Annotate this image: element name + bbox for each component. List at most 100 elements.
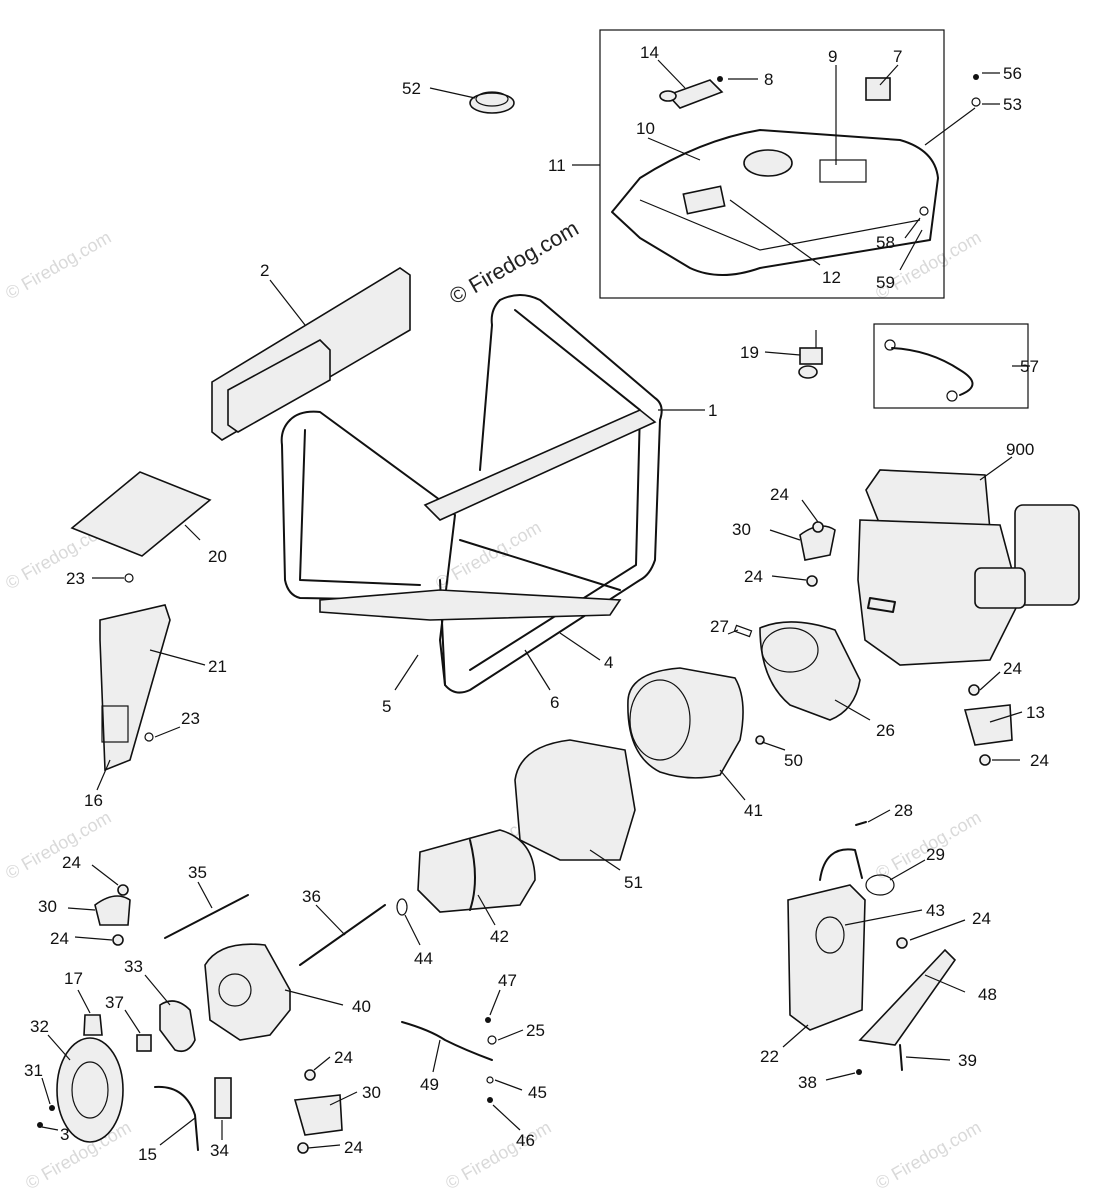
screw-56 bbox=[973, 74, 979, 80]
leader-27 bbox=[727, 629, 739, 635]
leader-42 bbox=[477, 894, 496, 926]
callout-24d: 24 bbox=[1030, 751, 1049, 770]
frame-bottom-brace bbox=[459, 539, 621, 591]
callout-14: 14 bbox=[640, 43, 659, 62]
callout-7: 7 bbox=[893, 47, 902, 66]
callout-41: 41 bbox=[744, 801, 763, 820]
watermark: © Firedog.com bbox=[2, 807, 114, 883]
bolt-39 bbox=[899, 1044, 903, 1071]
end-housing-40 bbox=[204, 943, 291, 1041]
callout-16: 16 bbox=[84, 791, 103, 810]
hose-box bbox=[873, 323, 1029, 409]
leader-49 bbox=[432, 1039, 441, 1073]
screw-46 bbox=[487, 1097, 493, 1103]
callout-42: 42 bbox=[490, 927, 509, 946]
callout-24f: 24 bbox=[50, 929, 69, 948]
leader-58 bbox=[904, 217, 921, 239]
callout-26: 26 bbox=[876, 721, 895, 740]
leader-12 bbox=[729, 199, 821, 266]
muffler-pipe bbox=[819, 848, 863, 881]
fuel-tank bbox=[611, 129, 939, 276]
callout-10: 10 bbox=[636, 119, 655, 138]
leader-38 bbox=[825, 1072, 856, 1081]
cover-33 bbox=[159, 1000, 196, 1053]
callout-24e: 24 bbox=[62, 853, 81, 872]
callout-30b: 30 bbox=[38, 897, 57, 916]
stator-41-bore bbox=[629, 679, 691, 761]
ground-wire-49 bbox=[401, 1021, 493, 1061]
fuel-tank-neck bbox=[743, 149, 793, 177]
callout-33: 33 bbox=[124, 957, 143, 976]
callout-11: 11 bbox=[548, 156, 566, 175]
leader-47 bbox=[489, 989, 501, 1016]
leader-44 bbox=[404, 914, 421, 946]
muffler-outlet-43 bbox=[815, 916, 845, 954]
callout-38: 38 bbox=[798, 1073, 817, 1092]
part-30a bbox=[799, 525, 836, 561]
mount-13 bbox=[963, 704, 1013, 746]
screw-31 bbox=[49, 1105, 55, 1111]
callout-44: 44 bbox=[414, 949, 433, 968]
callout-30a: 30 bbox=[732, 520, 751, 539]
callout-39: 39 bbox=[958, 1051, 977, 1070]
leader-900 bbox=[979, 456, 1013, 481]
callout-4: 4 bbox=[604, 653, 613, 672]
callout-1: 1 bbox=[708, 401, 717, 420]
callout-900: 900 bbox=[1006, 440, 1034, 459]
leader-51 bbox=[589, 849, 621, 871]
leader-40 bbox=[284, 989, 344, 1006]
leader-24g bbox=[909, 919, 966, 941]
leader-37 bbox=[124, 1009, 141, 1034]
leader-2 bbox=[269, 279, 306, 326]
callout-24g: 24 bbox=[972, 909, 991, 928]
leader-28 bbox=[867, 809, 891, 823]
leader-24f bbox=[74, 936, 113, 941]
leader-13 bbox=[989, 711, 1023, 723]
leader-6 bbox=[524, 649, 551, 691]
frame-right-upright bbox=[479, 299, 501, 471]
end-cover-32 bbox=[56, 1037, 124, 1143]
engine-shaft bbox=[867, 597, 896, 613]
leader-16 bbox=[96, 759, 111, 791]
leader-17 bbox=[77, 989, 91, 1014]
callout-29: 29 bbox=[926, 845, 945, 864]
harness-15 bbox=[154, 1085, 199, 1151]
leader-39 bbox=[905, 1056, 951, 1061]
nut-24f bbox=[112, 934, 124, 946]
watermark: © Firedog.com bbox=[872, 1117, 984, 1193]
callout-24h: 24 bbox=[334, 1048, 353, 1067]
nut-24b bbox=[806, 575, 818, 587]
hose-clamp-a bbox=[884, 339, 896, 351]
air-filter bbox=[1014, 504, 1080, 606]
frame-left-side bbox=[280, 419, 421, 601]
screw-23b bbox=[144, 732, 154, 742]
callout-32: 32 bbox=[30, 1017, 49, 1036]
callout-25: 25 bbox=[526, 1021, 545, 1040]
washer-58 bbox=[919, 206, 929, 216]
callout-53: 53 bbox=[1003, 95, 1022, 114]
callout-49: 49 bbox=[420, 1075, 439, 1094]
callout-45: 45 bbox=[528, 1083, 547, 1102]
screw-3 bbox=[37, 1122, 43, 1128]
nut-24g bbox=[304, 1069, 316, 1081]
callout-23b: 23 bbox=[181, 709, 200, 728]
callout-24b: 24 bbox=[744, 567, 763, 586]
leader-59 bbox=[899, 229, 923, 271]
leader-45 bbox=[494, 1079, 523, 1091]
callout-58: 58 bbox=[876, 233, 895, 252]
stator-41 bbox=[627, 667, 744, 779]
engine-cover bbox=[865, 469, 991, 531]
leader-30c bbox=[329, 1091, 358, 1106]
watermark: © Firedog.com bbox=[2, 227, 114, 303]
leader-32 bbox=[47, 1034, 71, 1061]
leader-5 bbox=[394, 654, 419, 691]
callout-50: 50 bbox=[784, 751, 803, 770]
washer-25 bbox=[487, 1035, 497, 1045]
screw-47 bbox=[485, 1017, 491, 1023]
leader-29 bbox=[889, 859, 926, 881]
callout-8: 8 bbox=[764, 70, 773, 89]
frame-right-loop-inner bbox=[469, 309, 641, 671]
leader-4 bbox=[559, 632, 601, 661]
leader-24h bbox=[313, 1056, 331, 1071]
